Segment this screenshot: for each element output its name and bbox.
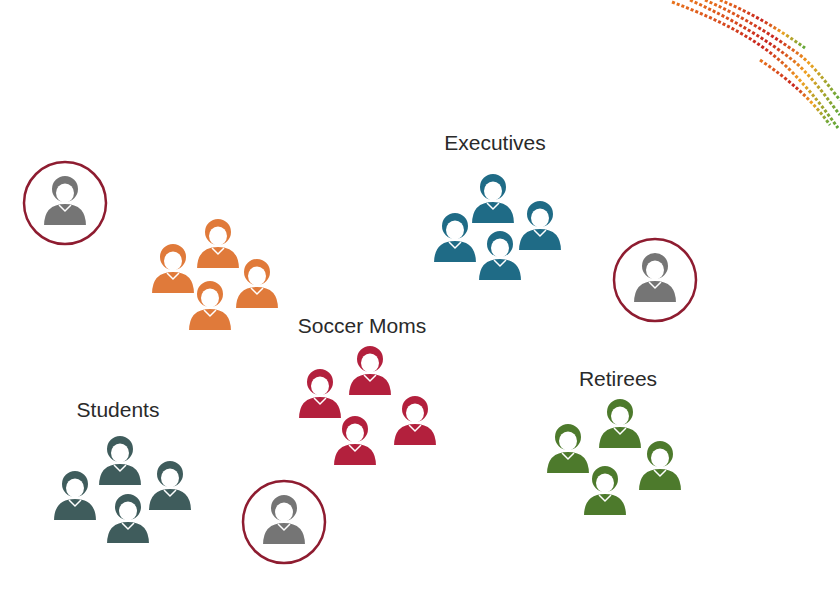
group-label: Soccer Moms bbox=[298, 314, 426, 338]
group-label: Retirees bbox=[579, 367, 657, 391]
executives-group bbox=[433, 173, 562, 281]
soccer-moms-group bbox=[298, 345, 437, 466]
retirees-group bbox=[546, 398, 682, 516]
circled-individual bbox=[614, 239, 696, 321]
group-label: Students bbox=[77, 398, 160, 422]
circled-individual bbox=[24, 162, 106, 244]
orange-group bbox=[151, 218, 279, 331]
group-label: Executives bbox=[444, 131, 546, 155]
pixel-swirl bbox=[672, 0, 840, 128]
students-group bbox=[53, 435, 192, 544]
circled-individual bbox=[243, 481, 325, 563]
